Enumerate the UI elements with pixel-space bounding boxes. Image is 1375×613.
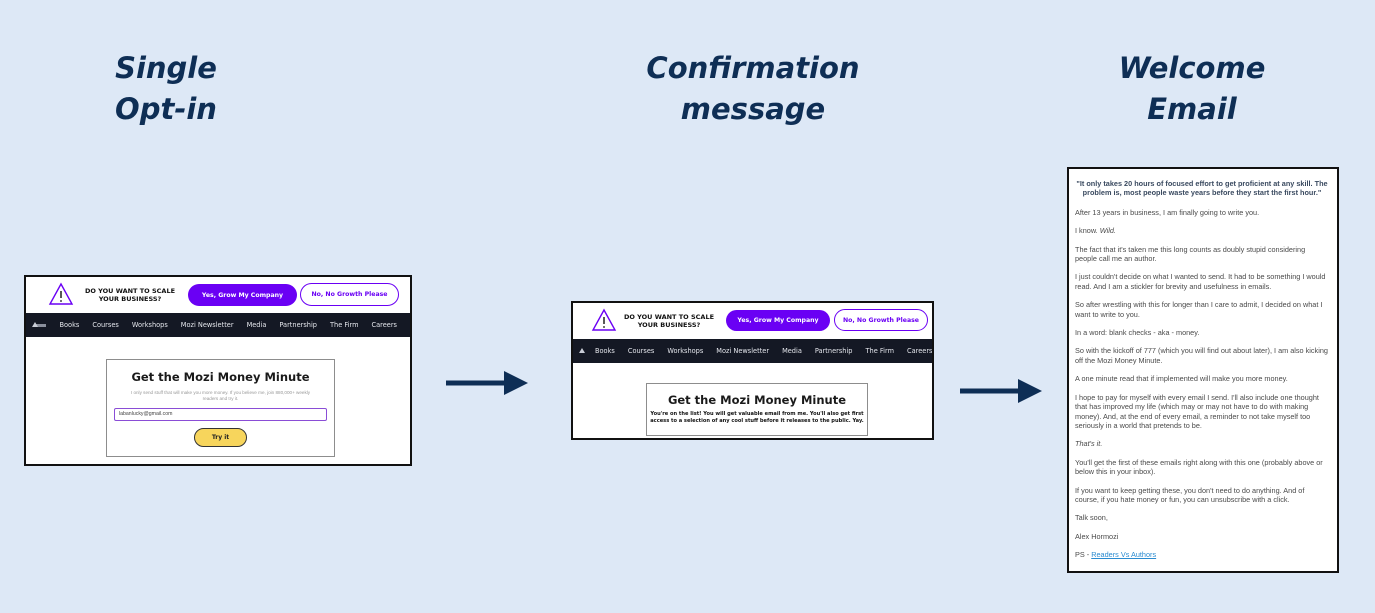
email-paragraph: I know. Wild. (1075, 226, 1329, 235)
nav-bar: Books Courses Workshops Mozi Newsletter … (573, 339, 932, 363)
email-signature: Alex Hormozi (1075, 531, 1119, 541)
heading-welcome-email: Welcome Email (1102, 48, 1282, 130)
banner-question: DO YOU WANT TO SCALE YOUR BUSINESS? (84, 287, 176, 303)
email-paragraph: A one minute read that if implemented wi… (1075, 374, 1288, 384)
email-paragraph: I hope to pay for myself with every emai… (1075, 392, 1319, 430)
warning-triangle-icon (591, 308, 617, 331)
nav-item-books[interactable]: Books (59, 321, 80, 329)
email-paragraph: After 13 years in business, I am finally… (1075, 207, 1260, 217)
warning-triangle-icon (48, 282, 74, 305)
confirmation-message: You're on the list! You will get valuabl… (650, 411, 864, 424)
email-paragraph: The fact that it's taken me this long co… (1075, 244, 1306, 264)
yes-grow-button[interactable]: Yes, Grow My Company (188, 284, 297, 306)
email-paragraph: In a word: blank checks - aka - money. (1075, 328, 1200, 338)
heading-line: message (680, 92, 826, 126)
email-quote: "It only takes 20 hours of focused effor… (1076, 179, 1328, 198)
yes-grow-button[interactable]: Yes, Grow My Company (726, 310, 830, 331)
arrow-right-icon (446, 371, 528, 395)
arrow-right-icon (960, 379, 1042, 403)
ps-link[interactable]: Readers Vs Authors (1091, 550, 1157, 560)
confirmation-card: Get the Mozi Money Minute You're on the … (646, 383, 868, 436)
heading-line: Welcome (1118, 51, 1266, 85)
heading-line: Opt-in (115, 92, 217, 126)
nav-item-the-firm[interactable]: The Firm (865, 347, 895, 355)
email-ps: PS - Readers Vs Authors (1075, 550, 1329, 559)
nav-item-partnership[interactable]: Partnership (279, 321, 317, 329)
email-emphasis: Wild. (1099, 226, 1116, 236)
nav-bar: Books Courses Workshops Mozi Newsletter … (26, 313, 410, 337)
email-paragraph: You'll get the first of these emails rig… (1075, 457, 1323, 477)
heading-single-optin: Single Opt-in (86, 48, 246, 130)
email-field[interactable]: labanlucky@gmail.com (114, 408, 327, 421)
email-signoff: Talk soon, (1075, 513, 1108, 523)
email-paragraph: That's it. (1075, 439, 1329, 448)
nav-item-newsletter[interactable]: Mozi Newsletter (180, 321, 234, 329)
nav-item-careers[interactable]: Careers (371, 321, 397, 329)
card-title: Get the Mozi Money Minute (131, 370, 310, 384)
nav-item-media[interactable]: Media (246, 321, 267, 329)
nav-item-courses[interactable]: Courses (627, 347, 655, 355)
optin-card: Get the Mozi Money Minute I only send st… (106, 359, 335, 457)
nav-item-newsletter[interactable]: Mozi Newsletter (716, 347, 770, 355)
nav-item-media[interactable]: Media (782, 347, 802, 355)
heading-confirmation: Confirmation message (633, 48, 873, 130)
email-paragraph: So with the kickoff of 777 (which you wi… (1075, 346, 1328, 365)
optin-screenshot: DO YOU WANT TO SCALE YOUR BUSINESS? Yes,… (24, 275, 412, 466)
nav-item-courses[interactable]: Courses (92, 321, 119, 329)
nav-item-workshops[interactable]: Workshops (131, 321, 168, 329)
email-paragraph: I just couldn't decide on what I wanted … (1075, 272, 1326, 291)
try-it-button[interactable]: Try it (194, 428, 247, 447)
email-paragraph: If you want to keep getting these, you d… (1075, 485, 1305, 504)
welcome-email-screenshot: "It only takes 20 hours of focused effor… (1067, 167, 1339, 573)
email-paragraph: So after wrestling with this for longer … (1075, 300, 1323, 319)
logo (32, 321, 46, 327)
ps-label: PS - (1075, 550, 1092, 560)
card-description: I only send stuff that will make you mor… (130, 390, 311, 401)
nav-item-books[interactable]: Books (595, 347, 615, 355)
confirmation-screenshot: DO YOU WANT TO SCALE YOUR BUSINESS? Yes,… (571, 301, 934, 440)
nav-item-the-firm[interactable]: The Firm (329, 321, 359, 329)
nav-item-partnership[interactable]: Partnership (814, 347, 853, 355)
nav-item-careers[interactable]: Careers (907, 347, 933, 355)
heading-line: Confirmation (646, 51, 860, 85)
banner-question: DO YOU WANT TO SCALE YOUR BUSINESS? (623, 313, 715, 329)
card-title: Get the Mozi Money Minute (667, 393, 847, 407)
heading-line: Single (115, 51, 217, 85)
email-text: I know. (1075, 226, 1100, 236)
no-growth-button[interactable]: No, No Growth Please (834, 309, 928, 331)
heading-line: Email (1147, 92, 1237, 126)
email-emphasis: That's it. (1075, 439, 1103, 449)
nav-item-workshops[interactable]: Workshops (667, 347, 704, 355)
no-growth-button[interactable]: No, No Growth Please (300, 283, 399, 306)
top-banner: DO YOU WANT TO SCALE YOUR BUSINESS? Yes,… (573, 303, 932, 339)
top-banner: DO YOU WANT TO SCALE YOUR BUSINESS? Yes,… (26, 277, 410, 313)
